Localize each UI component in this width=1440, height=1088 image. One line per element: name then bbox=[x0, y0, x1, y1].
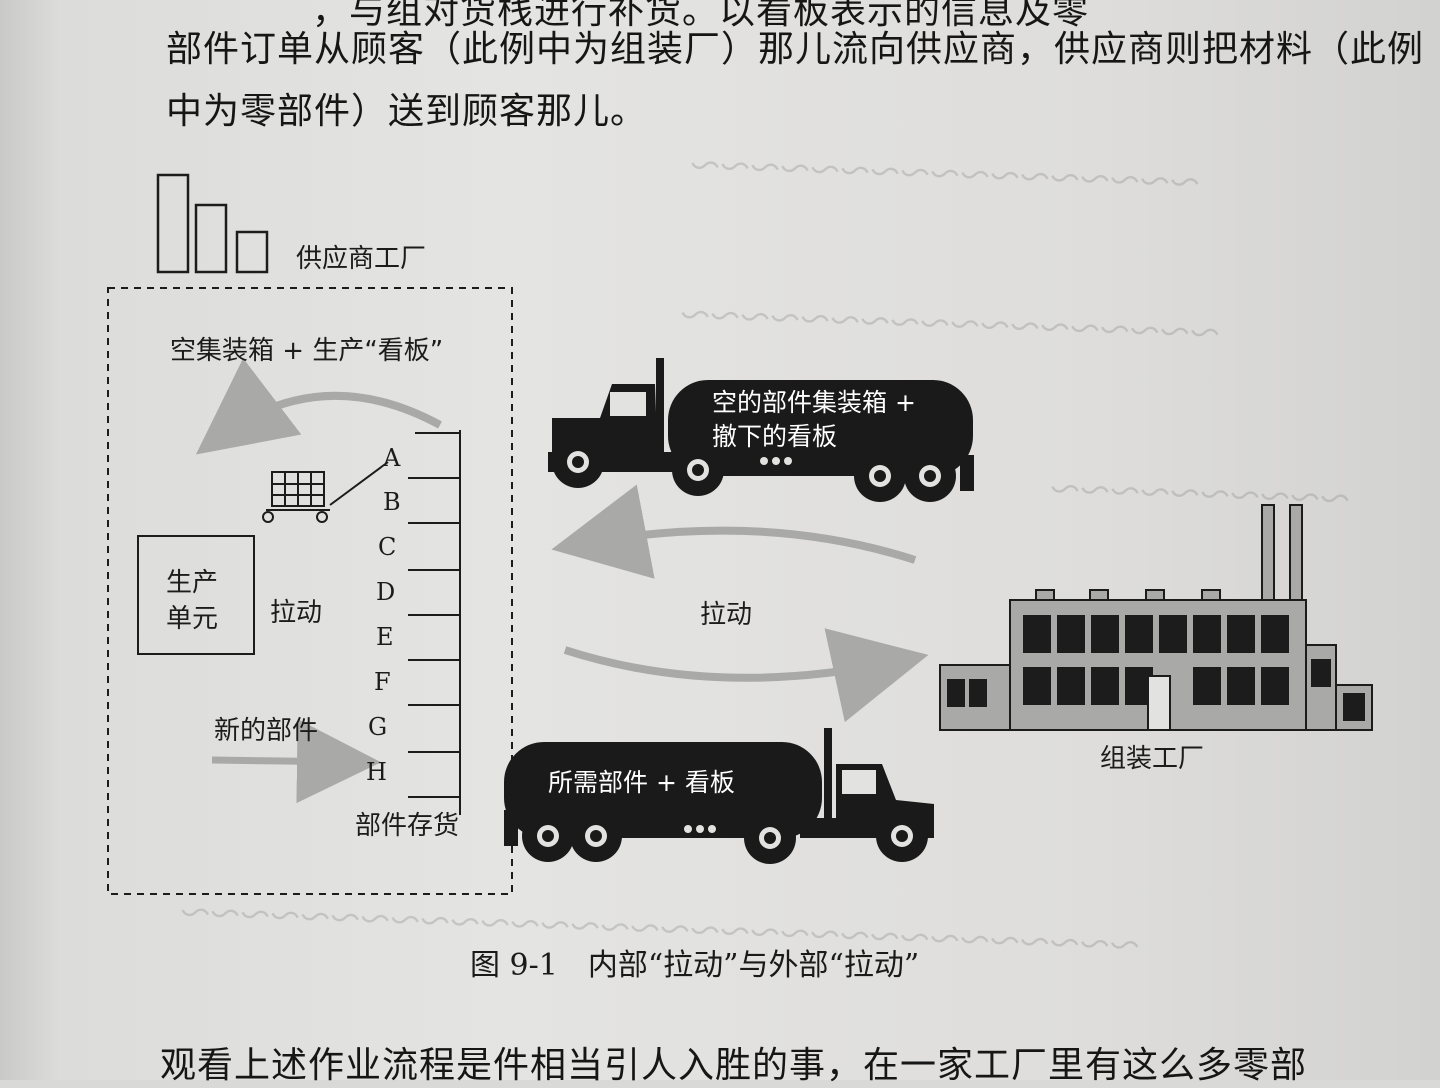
bin-label: C bbox=[378, 533, 397, 561]
text-line-top: ，与组对货栈进行补货。以看板表示的信息及零 bbox=[312, 0, 1090, 32]
bin-label: G bbox=[368, 713, 388, 741]
bin-label: A bbox=[383, 444, 401, 472]
supplier-factory-label: 供应商工厂 bbox=[296, 244, 427, 274]
new-parts-arrow bbox=[211, 719, 381, 804]
truck-required-parts bbox=[504, 728, 934, 864]
truck-top-label-1: 空的部件集装箱 + bbox=[712, 388, 916, 417]
text-line-1: 部件订单从顾客（此例中为组装厂）那儿流向供应商，供应商则把材料（此例 bbox=[166, 29, 1425, 70]
inventory-label: 部件存货 bbox=[355, 811, 460, 841]
inventory-rack bbox=[408, 430, 461, 815]
bin-label: H bbox=[366, 758, 387, 786]
pull-inner-label: 拉动 bbox=[270, 598, 323, 628]
truck-bottom-label: 所需部件 + 看板 bbox=[548, 768, 735, 797]
new-parts-label: 新的部件 bbox=[214, 716, 319, 746]
bin-label: B bbox=[383, 488, 401, 516]
supplier-factory-icon bbox=[156, 173, 269, 274]
internal-boundary bbox=[107, 287, 513, 895]
bin-label: D bbox=[376, 578, 396, 606]
assembly-plant-icon bbox=[939, 504, 1373, 731]
figure-caption: 图 9-1 内部“拉动”与外部“拉动” bbox=[470, 948, 920, 983]
internal-return-arrow bbox=[195, 358, 442, 455]
production-cell-label-2: 单元 bbox=[166, 604, 219, 634]
external-pull-arrow-left bbox=[551, 484, 917, 579]
cart-icon bbox=[262, 461, 389, 523]
production-cell-label-1: 生产 bbox=[166, 568, 219, 598]
text-line-bottom: 观看上述作业流程是件相当引人入胜的事，在一家工厂里有这么多零部 bbox=[160, 1045, 1308, 1086]
container-kanban-label: 空集装箱 + 生产“看板” bbox=[170, 336, 444, 366]
bin-label: E bbox=[376, 623, 394, 651]
truck-empty-containers bbox=[548, 358, 974, 502]
bin-label: F bbox=[374, 668, 391, 696]
assembly-plant-label: 组装工厂 bbox=[1100, 744, 1205, 774]
pull-outer-label: 拉动 bbox=[700, 600, 753, 630]
truck-top-label-2: 撤下的看板 bbox=[712, 422, 838, 451]
external-pull-arrow-right bbox=[563, 628, 929, 723]
text-line-2: 中为零部件）送到顾客那儿。 bbox=[166, 91, 648, 132]
production-cell-box bbox=[137, 535, 255, 655]
